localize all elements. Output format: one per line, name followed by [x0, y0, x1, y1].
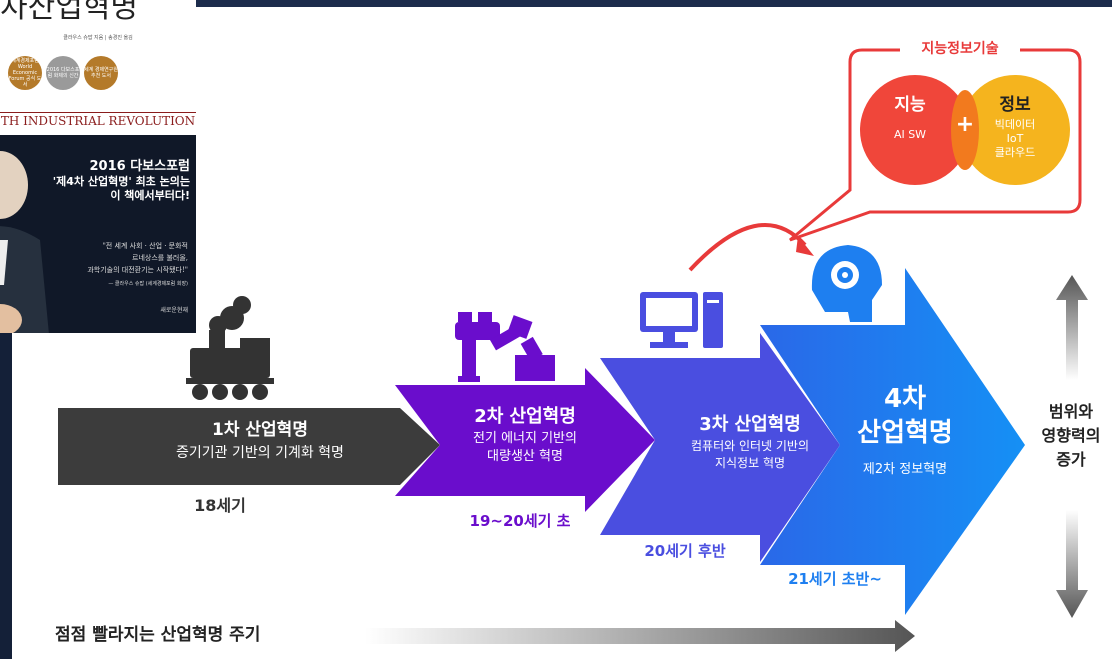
- intelligence-title-bg: [900, 38, 1020, 60]
- stage1-period: 18세기: [194, 496, 246, 515]
- book-publisher: 새로운현재: [160, 307, 188, 314]
- header-bar: [196, 0, 1112, 7]
- down-arrow: [1056, 510, 1088, 618]
- left-circle: [860, 75, 970, 185]
- intelligence-left-sub: AI SW: [893, 128, 927, 141]
- book-badge-2: 2016 다보스포럼 화제의 신간: [46, 56, 80, 90]
- book-cover: 차산업혁명 클라우스 슈밥 지음 | 송경진 옮김 세계경제포럼 World E…: [0, 0, 196, 333]
- book-quote-by: — 클라우스 슈밥 (세계경제포럼 회장): [108, 281, 188, 287]
- person-photo: [0, 151, 49, 333]
- desktop-computer-icon: [640, 292, 723, 348]
- stage4-arrow: [760, 268, 1025, 615]
- book-badge-1: 세계경제포럼 World Economic Forum 공식 도서: [8, 56, 42, 90]
- left-strip: [0, 333, 12, 659]
- factory-robot-icon: [455, 312, 555, 382]
- up-arrow: [1056, 275, 1088, 380]
- book-title: 차산업혁명: [0, 0, 138, 25]
- stage1-arrow: [58, 408, 440, 485]
- book-quote: "전 세계 사회 · 산업 · 문화적 르네상스를 불러올, 과학기술의 대전환…: [87, 242, 188, 274]
- footer-arrow: [365, 620, 915, 652]
- book-dark-panel: 2016 다보스포럼 '제4차 산업혁명' 최초 논의는 이 책에서부터다! "…: [0, 135, 196, 333]
- red-curve-arrowhead: [796, 236, 814, 256]
- stage2-desc: 전기 에너지 기반의 대량생산 혁명: [473, 431, 577, 464]
- stage3-period: 20세기 후반: [644, 542, 726, 560]
- book-author: 클라우스 슈밥 지음 | 송경진 옮김: [63, 35, 133, 41]
- intelligence-left-title: 지능: [894, 95, 926, 115]
- steam-train-icon: [186, 296, 274, 400]
- intelligence-right-sub: 빅데이터 IoT 클라우드: [994, 118, 1036, 159]
- book-headline-2: '제4차 산업혁명' 최초 논의는 이 책에서부터다!: [52, 175, 190, 202]
- stage2-arrow: [395, 368, 655, 512]
- footer-label: 점점 빨라지는 산업혁명 주기: [55, 625, 261, 645]
- intelligence-plus: +: [955, 112, 975, 137]
- stage1-desc: 증기기관 기반의 기계화 혁명: [176, 445, 344, 461]
- stage4-period: 21세기 초반~: [788, 570, 882, 588]
- book-subtitle: TH INDUSTRIAL REVOLUTION: [0, 112, 196, 128]
- brain-gear-icon: [811, 245, 882, 322]
- book-headline: 2016 다보스포럼: [89, 159, 190, 174]
- intelligence-right-title: 정보: [999, 95, 1031, 115]
- book-badge-3: 세계 경제연구원 추천 도서: [84, 56, 118, 90]
- stage2-title: 2차 산업혁명: [474, 406, 576, 427]
- stage2-period: 19~20세기 초: [469, 512, 571, 530]
- right-circle: [960, 75, 1070, 185]
- side-label: 범위와 영향력의 증가: [1041, 402, 1101, 469]
- stage1-title: 1차 산업혁명: [212, 420, 308, 440]
- stage3-desc: 컴퓨터와 인터넷 기반의 지식정보 혁명: [690, 439, 810, 470]
- stage3-arrow: [600, 333, 840, 562]
- red-curve-arrow: [688, 223, 807, 272]
- stage4-desc: 제2차 정보혁명: [862, 462, 948, 477]
- intelligence-box-title: 지능정보기술: [921, 41, 999, 57]
- stage3-title: 3차 산업혁명: [699, 414, 801, 435]
- stage4-title: 4차 산업혁명: [857, 384, 953, 448]
